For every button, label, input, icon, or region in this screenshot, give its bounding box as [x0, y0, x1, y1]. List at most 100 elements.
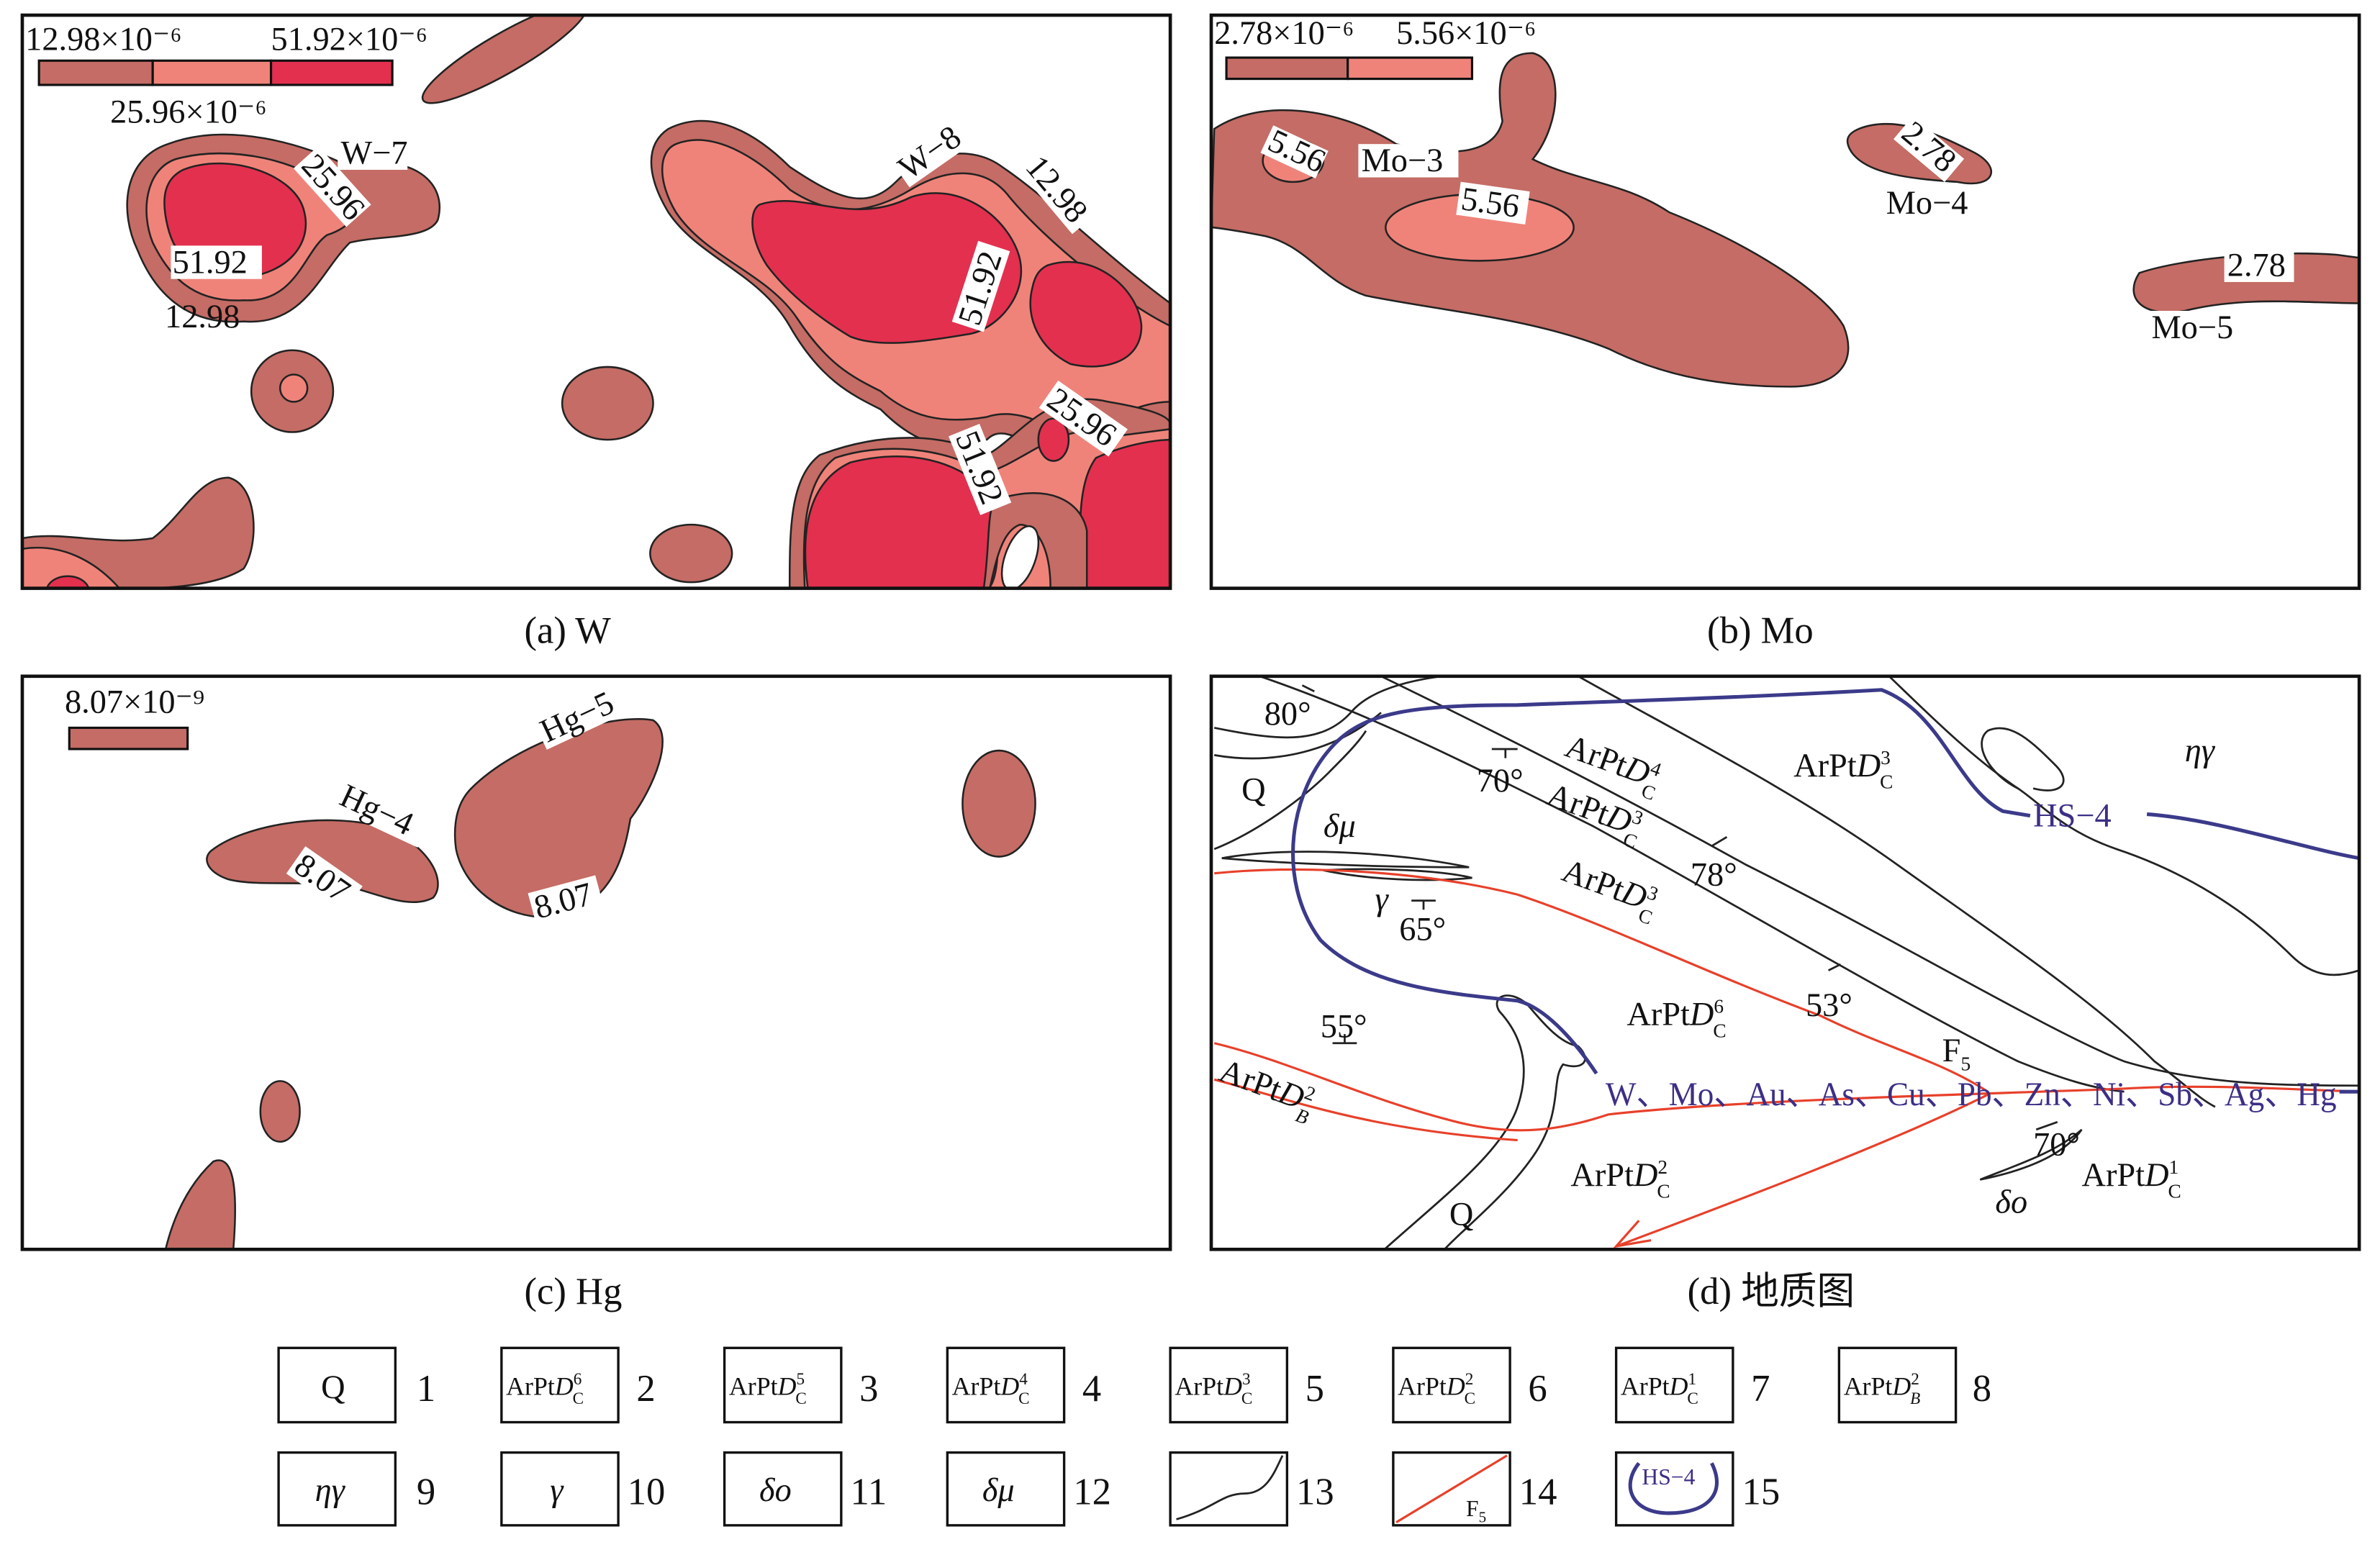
rock-label-etagamma: ηγ [2185, 733, 2216, 769]
legend-number: 9 [417, 1471, 435, 1512]
legend-number: 5 [1306, 1368, 1324, 1410]
anomaly-se-drop [1037, 417, 1070, 462]
anomaly-label: W−7 [340, 135, 407, 172]
dip-angle: 55° [1321, 1008, 1367, 1045]
panel-caption: (b) Mo [1707, 609, 1814, 651]
dip-angle: 80° [1264, 696, 1311, 733]
anomaly-zone-label: HS−4 [2033, 797, 2112, 834]
legend-swatch-low [1225, 56, 1349, 81]
legend-high-value: 51.92×10⁻⁶ [271, 22, 427, 58]
element-association: W、Mo、Au、As、Cu、Pb、Zn、Ni、Sb、Ag、Hg [1606, 1076, 2337, 1113]
anomaly-blob [421, 15, 588, 104]
gamma-lens [1323, 868, 1472, 881]
panel-caption: (a) W [524, 609, 611, 651]
geologic-boundary [1578, 676, 2216, 1108]
legend-swatch-high [269, 59, 394, 86]
fault-label: F5 [1942, 1033, 1970, 1075]
legend-item-13: 13 [1169, 1451, 1334, 1527]
legend-number: 14 [1519, 1471, 1557, 1512]
anomaly-ring-core [279, 373, 309, 403]
legend-item-11: δo 11 [723, 1451, 887, 1527]
legend-number: 7 [1751, 1368, 1770, 1410]
dip-angle: 65° [1399, 911, 1446, 948]
contour-label: 5.56 [1459, 181, 1521, 225]
rock-label-q: Q [1449, 1197, 1473, 1233]
legend-item-9: ηγ 9 [277, 1451, 435, 1527]
fault-line [1214, 868, 1988, 1093]
fault-icon [1395, 1454, 1508, 1523]
legend-symbol: F5 [1466, 1496, 1486, 1525]
panel-caption: (d) 地质图 [1688, 1271, 1855, 1312]
legend-symbol: HS−4 [1642, 1464, 1695, 1489]
panel-mo-map: 2.78×10⁻⁶ 5.56×10⁻⁶ 5.56 Mo−3 5.56 2.78 … [1209, 13, 2361, 651]
panel-frame [1209, 674, 2361, 1251]
legend-number: 10 [628, 1471, 666, 1512]
geologic-boundary [1213, 676, 1442, 739]
legend-high-value: 5.56×10⁻⁶ [1396, 15, 1536, 52]
anomaly-zone-boundary [1291, 688, 2031, 1075]
anomaly-w8-inner-east [1029, 260, 1143, 368]
dip-angle: 70° [2033, 1127, 2080, 1164]
geologic-boundary [1213, 712, 1382, 760]
panel-w-map: 12.98×10⁻⁶ 51.92×10⁻⁶ 25.96×10⁻⁶ W−7 25.… [20, 13, 1172, 651]
anomaly-label: Mo−4 [1886, 185, 1968, 222]
legend-swatch-mid [151, 59, 273, 86]
fault-line [1213, 1078, 1518, 1142]
fault-arrow-icon [1613, 1220, 1652, 1248]
legend-number: 4 [1082, 1368, 1101, 1410]
legend-symbol: γ [550, 1472, 564, 1509]
panel-frame [1209, 13, 2361, 590]
dip-angle: 53° [1806, 987, 1852, 1024]
anomaly-se-strip [982, 492, 1088, 589]
granite-boundary [1981, 727, 2065, 792]
panel-caption: (c) Hg [524, 1271, 622, 1312]
legend-symbol: Q [321, 1369, 345, 1406]
legend-swatch-low [37, 59, 154, 86]
geologic-boundary [1888, 676, 2360, 976]
contour-label: 2.78 [2227, 248, 2286, 284]
dip-symbol-icon [1301, 684, 2058, 1131]
rock-label-q: Q [1241, 772, 1265, 809]
panel-geology-map: 80° 70° 78° 65° 53° 55° 70° Q Q δμ γ ηγ … [1209, 674, 2361, 1312]
legend-number: 11 [850, 1471, 887, 1512]
geologic-boundary [1259, 676, 2125, 1093]
anomaly-se-hole [1000, 525, 1040, 589]
legend-item-1: Q 1 [277, 1346, 435, 1424]
legend-symbol: δo [759, 1472, 792, 1509]
legend-swatch-high [1347, 56, 1474, 81]
legend-item-10: γ 10 [500, 1451, 666, 1527]
legend-number: 2 [636, 1368, 655, 1410]
legend-symbol: δμ [982, 1472, 1015, 1509]
legend-number: 15 [1742, 1471, 1781, 1512]
geologic-boundary [1380, 676, 2360, 1087]
anomaly-zone-boundary [2146, 812, 2360, 861]
contour-label: 12.98 [165, 299, 240, 335]
anomaly-blob [649, 523, 733, 584]
legend-item-14: F5 14 [1392, 1451, 1557, 1527]
legend-mid-value: 25.96×10⁻⁶ [110, 94, 266, 131]
anomaly-mo5 [2132, 252, 2360, 314]
dmu-lens [1221, 851, 1470, 868]
geologic-boundary [1213, 730, 1367, 851]
delta-o-lens [1979, 1128, 2083, 1181]
anomaly-sw-inner [45, 575, 90, 589]
fault-line [1616, 1093, 1988, 1248]
legend-low-value: 8.07×10⁻⁹ [65, 684, 204, 720]
rock-label-dmu: δμ [1324, 808, 1356, 845]
panel-frame [20, 13, 1172, 590]
